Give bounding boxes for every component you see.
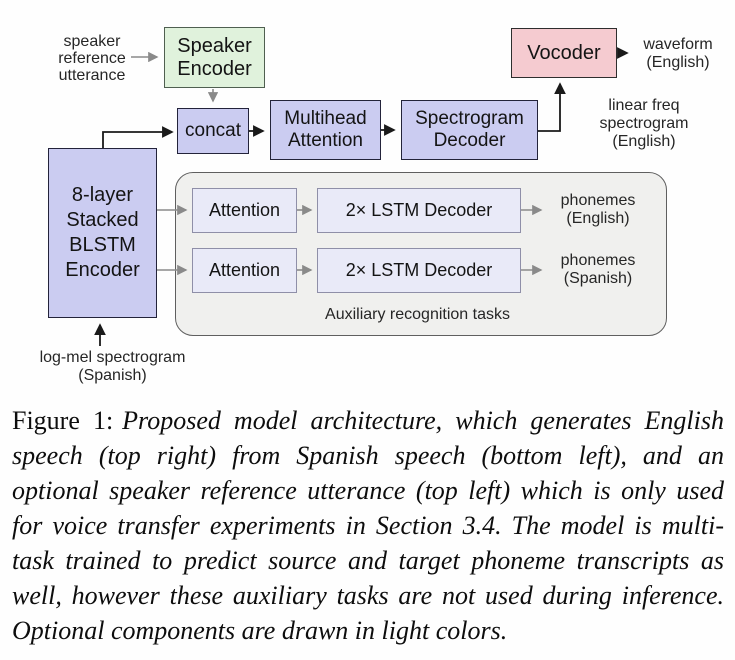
linear-freq-spectrogram-label: linear freq spectrogram (English) (599, 97, 689, 150)
attention-bottom-block: Attention (192, 248, 297, 293)
vocoder-block: Vocoder (511, 28, 617, 78)
log-mel-spectrogram-label: log-mel spectrogram (Spanish) (39, 349, 186, 384)
multihead-attention-block: Multihead Attention (270, 100, 381, 160)
figure-caption: Figure 1:Proposed model architecture, wh… (12, 403, 724, 648)
speaker-reference-label: speaker reference utterance (58, 33, 126, 84)
waveform-output-label: waveform (English) (643, 36, 713, 71)
architecture-diagram: speaker reference utterance waveform (En… (39, 27, 713, 384)
blstm-encoder-block: 8-layer Stacked BLSTM Encoder (48, 148, 157, 318)
lstm-decoder-top-block: 2× LSTM Decoder (317, 188, 521, 233)
auxiliary-tasks-label: Auxiliary recognition tasks (325, 306, 510, 323)
arrow-blstm-to-concat (102, 126, 174, 148)
speaker-encoder-block: Speaker Encoder (164, 27, 265, 88)
figure-caption-text: Proposed model architecture, which gener… (12, 406, 724, 645)
concat-block: concat (177, 108, 249, 154)
lstm-decoder-bottom-block: 2× LSTM Decoder (317, 248, 521, 293)
phonemes-spanish-label: phonemes (Spanish) (560, 252, 636, 287)
attention-top-block: Attention (192, 188, 297, 233)
phonemes-english-label: phonemes (English) (560, 192, 636, 227)
figure-caption-number: Figure 1: (12, 406, 114, 435)
spectrogram-decoder-block: Spectrogram Decoder (401, 100, 538, 160)
arrow-spectrogram-to-vocoder (538, 82, 566, 132)
